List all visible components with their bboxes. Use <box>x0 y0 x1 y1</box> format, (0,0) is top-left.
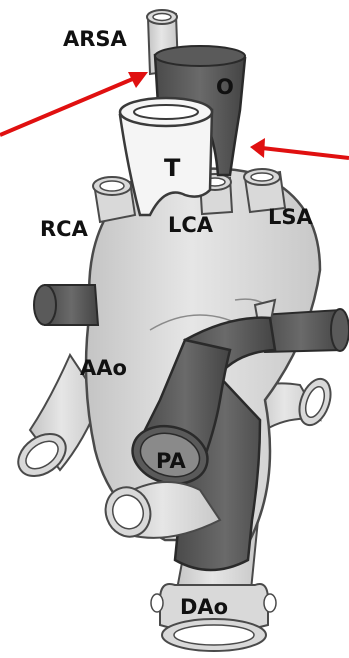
label-lca: LCA <box>168 213 214 237</box>
label-arsa: ARSA <box>63 27 128 51</box>
label-o: O <box>216 75 234 99</box>
rca-branch <box>93 177 135 222</box>
arrow-to-o <box>250 138 349 158</box>
label-rca: RCA <box>40 217 89 241</box>
label-t: T <box>164 154 181 182</box>
left-dark-stub <box>34 285 98 325</box>
label-pa: PA <box>156 449 186 473</box>
label-dao: DAo <box>180 595 228 619</box>
label-lsa: LSA <box>268 205 314 229</box>
label-aao: AAo <box>80 356 127 380</box>
